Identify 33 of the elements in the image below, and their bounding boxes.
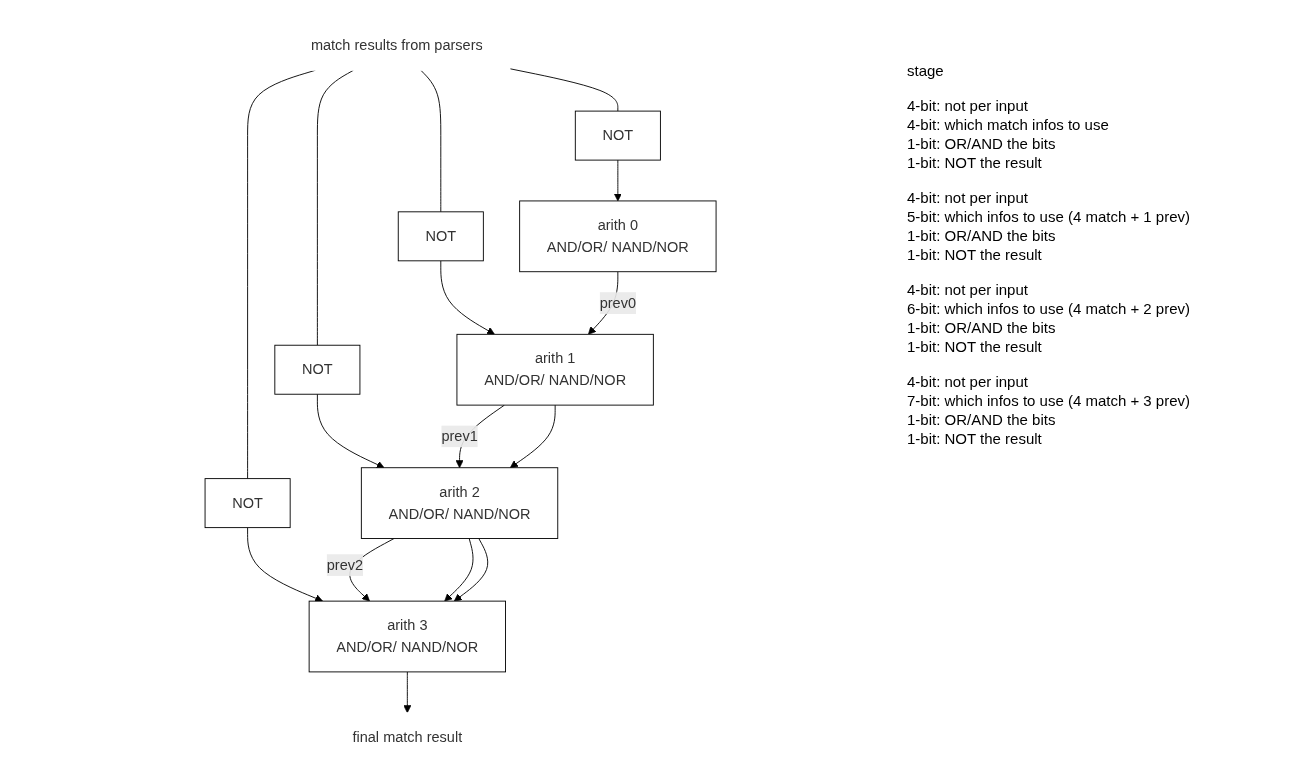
node-text: match results from parsers	[310, 37, 483, 54]
node-box: NOT	[397, 211, 484, 262]
config-note: 4-bit: not per input	[907, 281, 1029, 298]
config-note: 1-bit: NOT the result	[907, 338, 1043, 355]
config-note: 1-bit: OR/AND the bits	[907, 411, 1057, 428]
edge-label: prev0	[599, 294, 636, 311]
node-box: NOT	[574, 110, 661, 161]
node-box: NOT	[204, 478, 291, 529]
config-note: 1-bit: NOT the result	[907, 430, 1043, 447]
node-box: arith 2 AND/OR/ NAND/NOR	[360, 467, 559, 539]
config-note: 7-bit: which infos to use (4 match + 3 prev)	[907, 392, 1192, 409]
config-note: 1-bit: OR/AND the bits	[907, 135, 1057, 152]
config-note: 4-bit: not per input	[907, 373, 1029, 390]
node-box: arith 3 AND/OR/ NAND/NOR	[308, 600, 506, 673]
config-note: 4-bit: not per input	[907, 97, 1029, 114]
connector	[509, 68, 619, 112]
edge-label: prev2	[326, 556, 364, 573]
node-box: arith 1 AND/OR/ NAND/NOR	[456, 333, 654, 406]
edge-label: prev1	[441, 428, 478, 444]
connector	[316, 69, 354, 346]
config-note: 4-bit: which match infos to use	[907, 116, 1110, 133]
config-note: 4-bit: not per input	[907, 189, 1029, 206]
stage-heading: stage	[907, 62, 945, 79]
config-note: 1-bit: OR/AND the bits	[907, 319, 1057, 336]
config-note: 1-bit: NOT the result	[907, 246, 1043, 263]
node-text: final match result	[352, 729, 463, 745]
connector	[420, 69, 442, 213]
config-note: 6-bit: which infos to use (4 match + 2 prev)	[907, 300, 1192, 317]
config-note: 1-bit: NOT the result	[907, 154, 1043, 171]
node-box: NOT	[274, 344, 361, 395]
node-box: arith 0 AND/OR/ NAND/NOR	[519, 200, 717, 273]
config-note: 1-bit: OR/AND the bits	[907, 227, 1057, 244]
config-note: 5-bit: which infos to use (4 match + 1 prev)	[907, 208, 1192, 225]
